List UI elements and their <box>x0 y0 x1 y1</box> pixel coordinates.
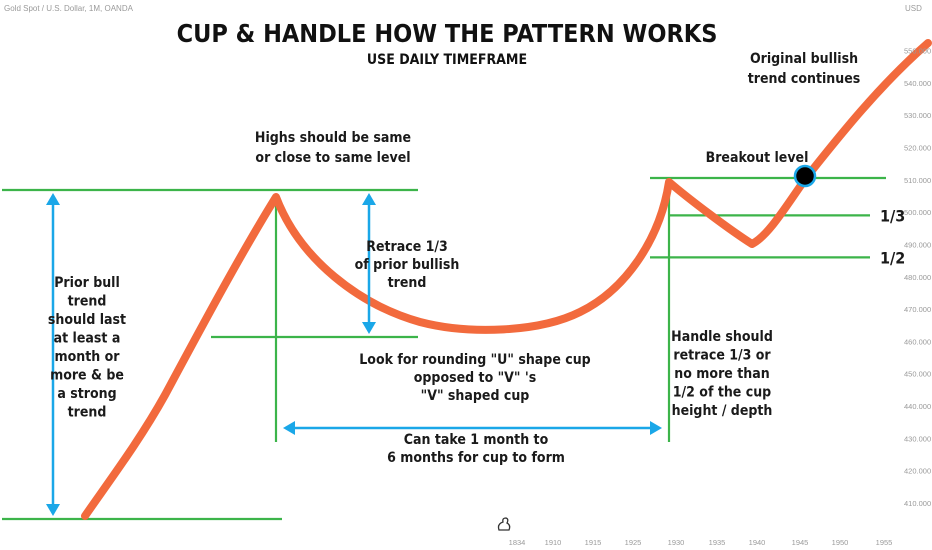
y-tick-label: 470.000 <box>904 305 931 314</box>
continues-note-line: Original bullish <box>750 51 858 67</box>
x-tick-label: 1915 <box>585 538 602 547</box>
cup-shape-note-line: opposed to "V" 's <box>414 370 536 386</box>
cup-shape-note-line: Look for rounding "U" shape cup <box>359 352 590 368</box>
y-tick-label: 460.000 <box>904 337 931 346</box>
retrace-note-line: trend <box>388 275 427 291</box>
retrace-arrow-head-bottom <box>362 322 376 334</box>
retrace-note-line: of prior bullish <box>355 257 460 273</box>
level-lines <box>2 176 886 521</box>
price-layer <box>81 39 932 520</box>
price-line <box>81 39 932 520</box>
y-tick-label: 540.000 <box>904 79 931 88</box>
breakout-marker <box>793 164 817 188</box>
prior-trend-note-line: trend <box>68 405 107 421</box>
retrace-note-line: Retrace 1/3 <box>366 239 448 255</box>
prior-trend-note-line: Prior bull <box>54 275 120 291</box>
cup-shape-note-line: "V" shaped cup <box>421 388 530 404</box>
handle-note-line: 1/2 of the cup <box>673 385 771 401</box>
x-tick-label: 1925 <box>625 538 642 547</box>
duration-note-line: 6 months for cup to form <box>387 450 565 466</box>
handle-note-line: retrace 1/3 or <box>673 348 771 364</box>
y-tick-label: 420.000 <box>904 467 931 476</box>
y-tick-label: 530.000 <box>904 111 931 120</box>
x-tick-label: 1910 <box>545 538 562 547</box>
y-tick-label: 450.000 <box>904 370 931 379</box>
handle-note-line: height / depth <box>672 403 773 419</box>
x-tick-label: 1955 <box>876 538 893 547</box>
y-tick-label: 430.000 <box>904 434 931 443</box>
prior-trend-note-line: more & be <box>50 368 124 384</box>
continues-note-line: trend continues <box>748 71 861 87</box>
prior-trend-arrow-head-top <box>46 193 60 205</box>
prior-trend-note-line: a strong <box>57 386 116 402</box>
highs-note-line: or close to same level <box>255 150 410 166</box>
chart-subtitle: USE DAILY TIMEFRAME <box>367 52 527 68</box>
prior-trend-note-line: month or <box>55 349 121 365</box>
duration-note-line: Can take 1 month to <box>404 432 549 448</box>
duration-arrow-head-left <box>283 421 295 435</box>
x-tick-label: 1935 <box>709 538 726 547</box>
chart-title: CUP & HANDLE HOW THE PATTERN WORKS <box>177 19 718 48</box>
chart-source: Gold Spot / U.S. Dollar, 1M, OANDA <box>4 4 134 13</box>
prior-trend-note-line: should last <box>48 312 126 328</box>
prior-trend-arrow-head-bottom <box>46 504 60 516</box>
y-tick-label: 550.000 <box>904 47 931 56</box>
retrace-arrow-head-top <box>362 193 376 205</box>
prior-trend-note-line: at least a <box>54 331 121 347</box>
y-tick-label: 510.000 <box>904 176 931 185</box>
y-tick-label: 480.000 <box>904 273 931 282</box>
x-tick-label: 1940 <box>749 538 766 547</box>
y-tick-label: 410.000 <box>904 499 931 508</box>
duration-arrow-head-right <box>650 421 662 435</box>
y-tick-label: 500.000 <box>904 208 931 217</box>
annotation-layer: 1/3 1/2 Highs should be same or close to sa… <box>48 51 905 466</box>
y-tick-label: 490.000 <box>904 240 931 249</box>
tradingview-logo-icon <box>497 517 511 531</box>
prior-trend-note-line: trend <box>68 294 107 310</box>
level-label-half: 1/2 <box>880 248 905 267</box>
x-tick-label: 1950 <box>832 538 849 547</box>
handle-note-line: Handle should <box>671 329 773 345</box>
y-tick-label: 520.000 <box>904 143 931 152</box>
arrow-layer <box>46 193 662 516</box>
breakout-label: Breakout level <box>706 150 809 166</box>
level-label-third: 1/3 <box>880 206 905 225</box>
x-tick-label: 1834 <box>509 538 526 547</box>
y-tick-label: 440.000 <box>904 402 931 411</box>
handle-note-line: no more than <box>674 366 769 382</box>
highs-note-line: Highs should be same <box>255 130 411 146</box>
currency-label: USD <box>905 4 922 13</box>
x-tick-label: 1945 <box>792 538 809 547</box>
x-tick-label: 1930 <box>668 538 685 547</box>
